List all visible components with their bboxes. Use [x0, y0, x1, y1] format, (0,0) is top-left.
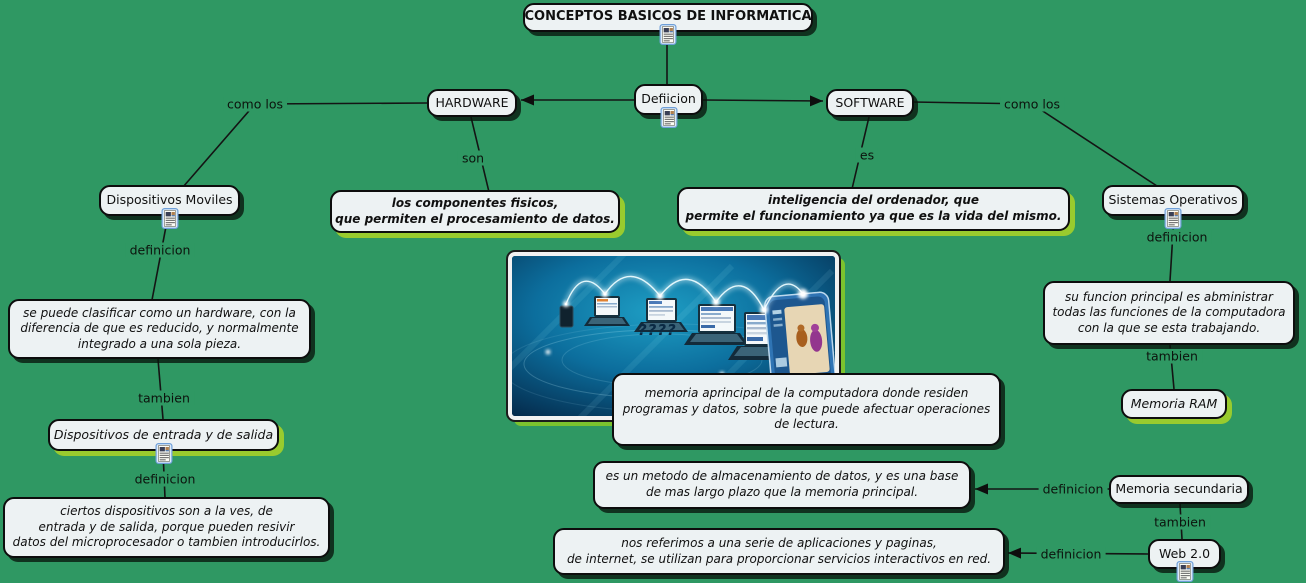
image-caption-text: ???? — [637, 320, 677, 339]
node-text-line: que permiten el procesamiento de datos. — [335, 211, 615, 226]
link-label-tambien-so[interactable]: tambien — [1142, 348, 1202, 364]
node-title[interactable]: CONCEPTOS BASICOS DE INFORMATICA — [523, 3, 813, 45]
link-label-como-los-right[interactable]: como los — [1000, 96, 1064, 112]
node-text-line: permite el funcionamiento ya que es la v… — [685, 209, 1062, 223]
node-label: Memoria secundaria — [1115, 481, 1243, 497]
node-memoria-ram[interactable]: Memoria RAM — [1121, 389, 1227, 419]
node-label: SOFTWARE — [835, 94, 905, 110]
link-label-definicion-moviles[interactable]: definicion — [125, 242, 195, 258]
node-text-line: memoria aprincipal de la computadora don… — [644, 386, 969, 401]
link-label-definicion-so[interactable]: definicion — [1142, 229, 1212, 245]
link-label-como-los-left[interactable]: como los — [223, 96, 287, 112]
node-text-line: todas las funciones de la computadora — [1052, 305, 1286, 320]
node-text-line: su funcion principal es abministrar — [1065, 289, 1273, 304]
node-label: Dispositivos de entrada y de salida — [53, 426, 274, 442]
node-text-line: con la que se esta trabajando. — [1077, 320, 1261, 335]
node-def-memoria-principal[interactable]: memoria aprincipal de la computadora don… — [612, 373, 1001, 446]
link-software-como-los-so[interactable] — [912, 101, 1158, 187]
node-label: Sistemas Operativos — [1108, 192, 1238, 208]
node-text-line: de lectura. — [774, 417, 839, 432]
link-label-definicion-entrada[interactable]: definicion — [130, 471, 200, 487]
node-def-web20[interactable]: nos referimos a una serie de aplicacione… — [553, 528, 1005, 575]
resource-link-icon[interactable] — [161, 208, 178, 229]
node-text-line: se puede clasificar como un hardware, co… — [23, 305, 296, 320]
link-label-definicion-memsec[interactable]: definicion — [1038, 481, 1108, 497]
node-text-line: de mas largo plazo que la memoria princi… — [645, 485, 919, 499]
node-text-line: ciertos dispositivos son a la ves, de — [60, 504, 273, 519]
link-moviles-definicion-def[interactable] — [151, 215, 169, 301]
node-def-hardware[interactable]: los componentes fisicos,que permiten el … — [330, 190, 620, 233]
node-def-memoria-secundaria[interactable]: es un metodo de almacenamiento de datos,… — [593, 461, 971, 509]
node-web-2-0[interactable]: Web 2.0 — [1148, 539, 1221, 582]
node-sistemas-operativos[interactable]: Sistemas Operativos — [1102, 185, 1244, 229]
node-text-line: es un metodo de almacenamiento de datos,… — [605, 469, 959, 484]
arrowhead-icon — [1008, 547, 1021, 559]
link-defiicion-to-software[interactable] — [702, 99, 824, 102]
node-label: HARDWARE — [435, 94, 509, 110]
arrowhead-icon — [521, 94, 534, 106]
node-label: Memoria RAM — [1130, 395, 1218, 411]
node-dispositivos-entrada-salida[interactable]: Dispositivos de entrada y de salida — [48, 419, 279, 464]
arrowhead-icon — [810, 95, 823, 107]
link-label-son[interactable]: son — [457, 150, 489, 166]
node-text-line: de internet, se utilizan para proporcion… — [566, 551, 992, 566]
resource-link-icon[interactable] — [1164, 208, 1182, 229]
node-label: Dispositivos Moviles — [106, 192, 233, 208]
link-label-es[interactable]: es — [855, 147, 879, 163]
node-text-line: programas y datos, sobre la que puede af… — [622, 401, 991, 416]
node-label: Defiicion — [641, 91, 696, 107]
resource-link-icon[interactable] — [1176, 561, 1193, 582]
node-memoria-secundaria[interactable]: Memoria secundaria — [1109, 475, 1249, 504]
link-label-tambien-memsec[interactable]: tambien — [1150, 514, 1210, 530]
link-hardware-como-los-moviles[interactable] — [182, 102, 428, 188]
resource-link-icon[interactable] — [155, 443, 172, 464]
link-sepuede-tambien-entrada[interactable] — [157, 358, 164, 420]
node-software[interactable]: SOFTWARE — [826, 89, 914, 117]
link-label-tambien-moviles[interactable]: tambien — [134, 390, 194, 406]
link-label-definicion-web[interactable]: definicion — [1036, 546, 1106, 562]
node-text-line: diferencia de que es reducido, y normalm… — [20, 321, 299, 336]
node-text-line: datos del microprocesador o tambien intr… — [12, 535, 321, 550]
node-text-line: inteligencia del ordenador, que — [767, 193, 980, 208]
node-def-dispositivos-moviles[interactable]: se puede clasificar como un hardware, co… — [8, 299, 311, 359]
node-text-line: los componentes fisicos, — [391, 195, 559, 210]
node-text-line: entrada y de salida, porque pueden resiv… — [38, 519, 295, 534]
node-label: CONCEPTOS BASICOS DE INFORMATICA — [524, 9, 812, 25]
resource-link-icon[interactable] — [660, 107, 677, 128]
node-hardware[interactable]: HARDWARE — [427, 89, 517, 117]
node-text-line: nos referimos a una serie de aplicacione… — [621, 535, 937, 550]
resource-link-icon[interactable] — [659, 24, 677, 45]
node-defiicion[interactable]: Defiicion — [634, 84, 703, 128]
node-dispositivos-moviles[interactable]: Dispositivos Moviles — [99, 185, 240, 229]
node-label: Web 2.0 — [1158, 545, 1211, 561]
node-text-line: integrado a una sola pieza. — [77, 336, 242, 351]
arrowhead-icon — [975, 483, 988, 495]
